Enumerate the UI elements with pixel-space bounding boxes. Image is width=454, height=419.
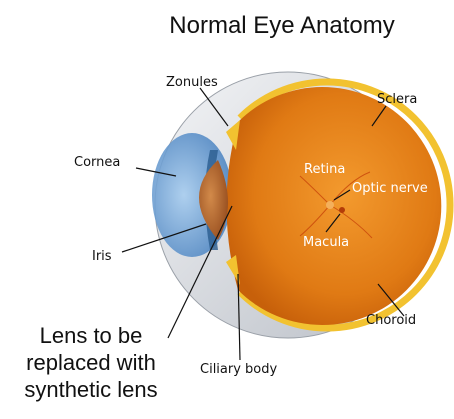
callout-line-2: replaced with — [6, 349, 176, 376]
label-macula: Macula — [303, 236, 349, 249]
label-iris: Iris — [92, 250, 112, 263]
page-title: Normal Eye Anatomy — [0, 12, 454, 40]
label-sclera: Sclera — [377, 93, 417, 106]
label-choroid: Choroid — [366, 314, 416, 327]
label-retina: Retina — [304, 163, 345, 176]
label-cornea: Cornea — [74, 156, 120, 169]
macula-spot — [339, 207, 345, 213]
optic-disc — [326, 201, 334, 209]
callout-line-1: Lens to be — [6, 322, 176, 349]
label-zonules: Zonules — [166, 76, 218, 89]
lens-callout: Lens to be replaced with synthetic lens — [6, 322, 176, 403]
label-optic-nerve: Optic nerve — [352, 182, 428, 195]
callout-line-3: synthetic lens — [6, 376, 176, 403]
label-ciliary-body: Ciliary body — [200, 363, 277, 376]
inner-globe — [227, 87, 442, 325]
